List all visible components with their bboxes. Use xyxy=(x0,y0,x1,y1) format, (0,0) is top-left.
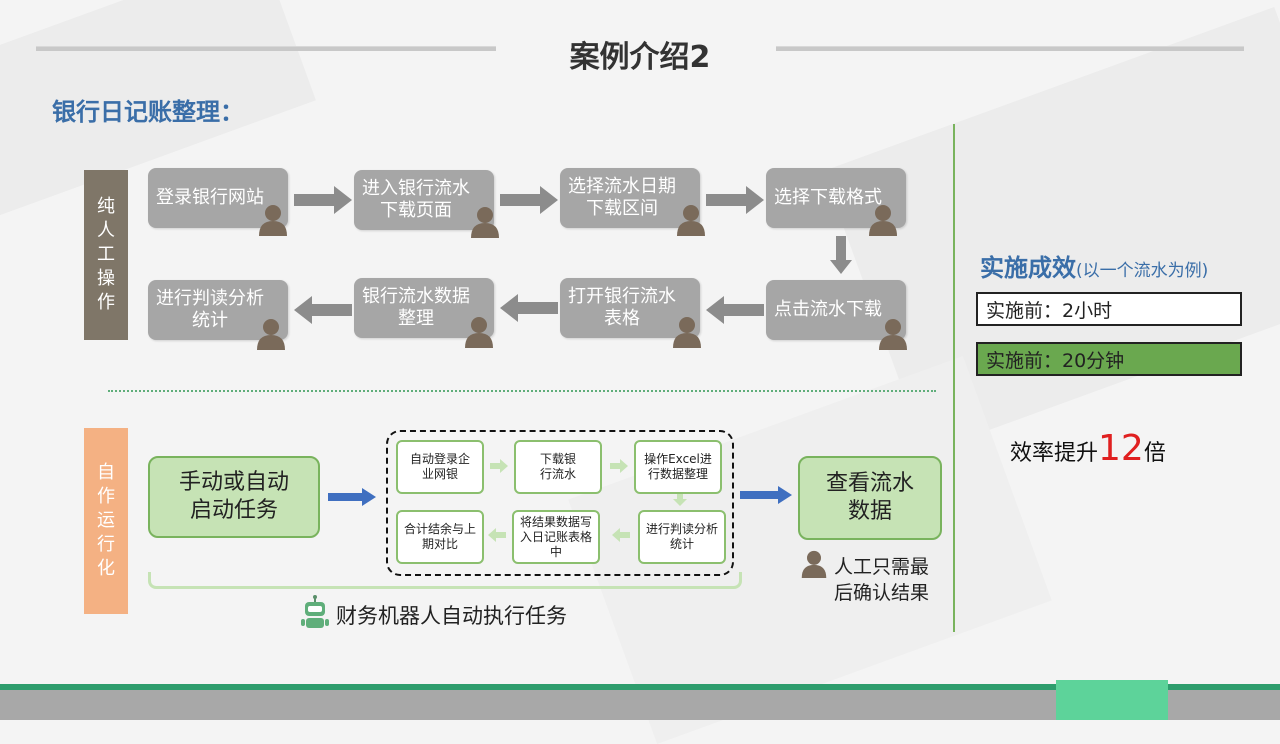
robot-step-label: 合计结余与上期对比 xyxy=(404,522,477,551)
manual-step-label: 银行流水数据整理 xyxy=(362,286,470,329)
arrow-left-icon xyxy=(612,528,630,542)
manual-step-label: 进行判读分析统计 xyxy=(156,288,264,331)
robot-icon xyxy=(301,595,329,628)
manual-step: 进入银行流水下载页面 xyxy=(354,170,494,230)
arrow-down-icon xyxy=(830,236,852,274)
arrow-left-icon xyxy=(488,528,506,542)
manual-step: 选择流水日期下载区间 xyxy=(560,168,700,228)
arrow-right-icon xyxy=(500,186,558,214)
vertical-divider xyxy=(953,124,955,632)
arrow-left-icon xyxy=(706,296,764,324)
before-result: 实施前：2小时 xyxy=(976,292,1242,326)
view-data-box: 查看流水数据 xyxy=(798,456,942,540)
manual-step: 登录银行网站 xyxy=(148,168,288,228)
efficiency-text: 效率提升12倍 xyxy=(1010,428,1166,469)
person-icon xyxy=(677,205,705,236)
manual-step-label: 打开银行流水表格 xyxy=(568,286,676,329)
robot-step-label: 下载银行流水 xyxy=(539,452,576,481)
arrow-right-icon xyxy=(740,486,792,504)
robot-caption: 财务机器人自动执行任务 xyxy=(336,604,567,628)
person-icon xyxy=(257,319,285,350)
robot-step-label: 自动登录企业网银 xyxy=(409,452,470,481)
manual-step-label: 选择下载格式 xyxy=(774,187,882,208)
manual-step-label: 选择流水日期下载区间 xyxy=(568,176,676,219)
robot-process-frame xyxy=(386,430,734,576)
page-title: 案例介绍2 xyxy=(569,40,711,75)
manual-side-label-text: 纯人工操作 xyxy=(97,196,115,313)
before-result-text: 实施前：2小时 xyxy=(986,299,1113,322)
efficiency-number: 12 xyxy=(1098,428,1144,469)
arrow-left-icon xyxy=(500,294,558,322)
title-line-right xyxy=(776,46,1244,51)
manual-step-label: 点击流水下载 xyxy=(774,299,882,320)
robot-step: 自动登录企业网银 xyxy=(396,440,484,494)
person-icon xyxy=(259,205,287,236)
footer-tab xyxy=(1056,680,1168,720)
robot-step-label: 进行判读分析统计 xyxy=(646,522,719,551)
arrow-right-icon xyxy=(706,186,764,214)
robot-step: 进行判读分析统计 xyxy=(638,510,726,564)
view-data-label: 查看流水数据 xyxy=(825,471,914,524)
effect-title-text: 实施成效 xyxy=(980,254,1076,282)
robot-step: 下载银行流水 xyxy=(514,440,602,494)
manual-step-label: 登录银行网站 xyxy=(156,187,264,208)
start-task-label: 手动或自动启动任务 xyxy=(178,470,289,523)
robot-step-label: 将结果数据写入日记账表格中 xyxy=(520,514,593,559)
manual-step-label: 进入银行流水下载页面 xyxy=(362,178,470,221)
efficiency-suffix: 倍 xyxy=(1143,441,1166,466)
after-result-text: 实施前：20分钟 xyxy=(986,349,1125,372)
robot-step-label: 操作Excel进行数据整理 xyxy=(644,452,712,481)
manual-step: 点击流水下载 xyxy=(766,280,906,340)
effect-title-note: (以一个流水为例) xyxy=(1076,261,1209,281)
section-divider xyxy=(108,390,936,392)
arrow-down-icon xyxy=(673,494,687,506)
robot-step: 合计结余与上期对比 xyxy=(396,510,484,564)
person-icon xyxy=(673,317,701,348)
section-subtitle: 银行日记账整理： xyxy=(52,98,244,126)
arrow-right-icon xyxy=(294,186,352,214)
effect-title: 实施成效(以一个流水为例) xyxy=(980,248,1208,283)
title-line-left xyxy=(36,46,496,51)
manual-side-label: 纯人工操作 xyxy=(84,170,128,340)
start-task-box: 手动或自动启动任务 xyxy=(148,456,320,538)
auto-side-label-text: 自作运行化 xyxy=(97,462,115,579)
arrow-right-icon xyxy=(490,459,508,473)
auto-side-label: 自作运行化 xyxy=(84,428,128,614)
arrow-right-icon xyxy=(610,459,628,473)
person-icon xyxy=(465,317,493,348)
robot-step: 将结果数据写入日记账表格中 xyxy=(512,510,600,564)
after-result: 实施前：20分钟 xyxy=(976,342,1242,376)
person-icon xyxy=(801,550,827,578)
human-note: 人工只需最后确认结果 xyxy=(834,556,930,604)
manual-step: 打开银行流水表格 xyxy=(560,278,700,338)
arrow-left-icon xyxy=(294,296,352,324)
person-icon xyxy=(471,207,499,238)
manual-step: 银行流水数据整理 xyxy=(354,278,494,338)
arrow-right-icon xyxy=(328,488,376,506)
robot-step: 操作Excel进行数据整理 xyxy=(634,440,722,494)
efficiency-prefix: 效率提升 xyxy=(1010,441,1099,466)
person-icon xyxy=(879,319,907,350)
footer-stripe xyxy=(0,684,1280,690)
person-icon xyxy=(869,205,897,236)
robot-bracket xyxy=(148,572,742,589)
